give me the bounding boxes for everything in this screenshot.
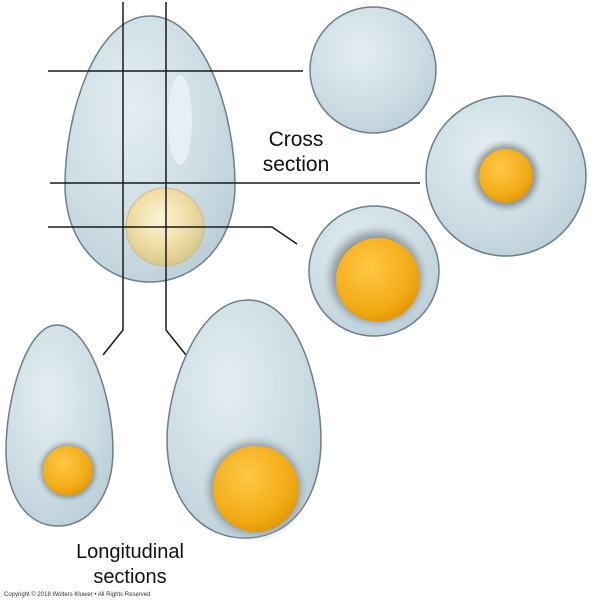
cross-section-lower xyxy=(308,205,440,337)
cross-section-middle-yolk xyxy=(479,149,533,203)
longitudinal-section-small-yolk xyxy=(43,446,93,496)
longitudinal-section-small xyxy=(5,324,114,527)
cross-section-middle xyxy=(425,95,587,257)
longitudinal-sections-label-line2: sections xyxy=(93,566,166,588)
cross-section-label-line1: Cross xyxy=(269,128,324,151)
cutting-lines xyxy=(48,2,420,356)
longitudinal-section-large-yolk xyxy=(213,446,299,532)
cross-section-top xyxy=(309,6,437,134)
cross-section-lower-yolk xyxy=(336,238,420,322)
cross-section-label-line2: section xyxy=(263,153,330,176)
whole-egg-highlight xyxy=(168,75,192,165)
longitudinal-section-large xyxy=(166,299,322,543)
copyright-notice: Copyright © 2018 Wolters Kluwer • All Ri… xyxy=(4,591,150,598)
long-cut-line-left xyxy=(102,2,124,356)
long-cut-line-right xyxy=(165,2,187,356)
cross-section-top-disc xyxy=(309,6,437,134)
longitudinal-sections-label-line1: Longitudinal xyxy=(76,541,184,563)
whole-egg xyxy=(64,15,236,283)
